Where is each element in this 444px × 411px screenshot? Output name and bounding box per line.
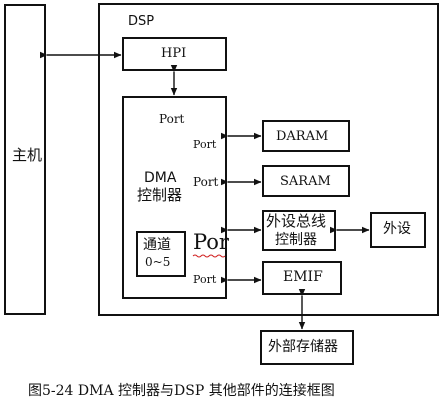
dsp-label: DSP (128, 14, 155, 29)
dsp-box (98, 3, 439, 316)
saram-port-label: Port (193, 175, 219, 189)
daram-label: DARAM (276, 129, 329, 144)
dma-title-line1: DMA (144, 170, 177, 186)
external-memory-box (260, 330, 354, 365)
emif-port-label: Port (193, 273, 217, 286)
external-memory-label: 外部存储器 (268, 339, 338, 355)
bus-controller-line2: 控制器 (275, 232, 317, 248)
emif-label: EMIF (283, 269, 323, 285)
spellcheck-squiggle (192, 254, 226, 258)
dma-title-line2: 控制器 (137, 186, 183, 204)
peripheral-label: 外设 (383, 221, 411, 237)
bus-controller-line1: 外设总线 (266, 212, 327, 230)
hpi-label: HPI (161, 46, 187, 61)
saram-box (262, 165, 350, 197)
daram-port-label: Port (193, 138, 217, 151)
host-label: 主机 (12, 146, 43, 164)
bus-port-label: Por (193, 230, 229, 254)
channel-label-line1: 通道 (143, 237, 171, 253)
dma-controller-box (122, 96, 227, 299)
channel-label-line2: 0~5 (145, 255, 171, 269)
saram-label: SARAM (280, 174, 331, 189)
host-box (4, 4, 46, 315)
channel-box (136, 231, 186, 277)
daram-box (262, 120, 350, 152)
figure-caption: 图5-24 DMA 控制器与DSP 其他部件的连接框图 (28, 383, 335, 399)
peripheral-box (370, 212, 426, 248)
dma-top-port-label: Port (159, 112, 185, 126)
